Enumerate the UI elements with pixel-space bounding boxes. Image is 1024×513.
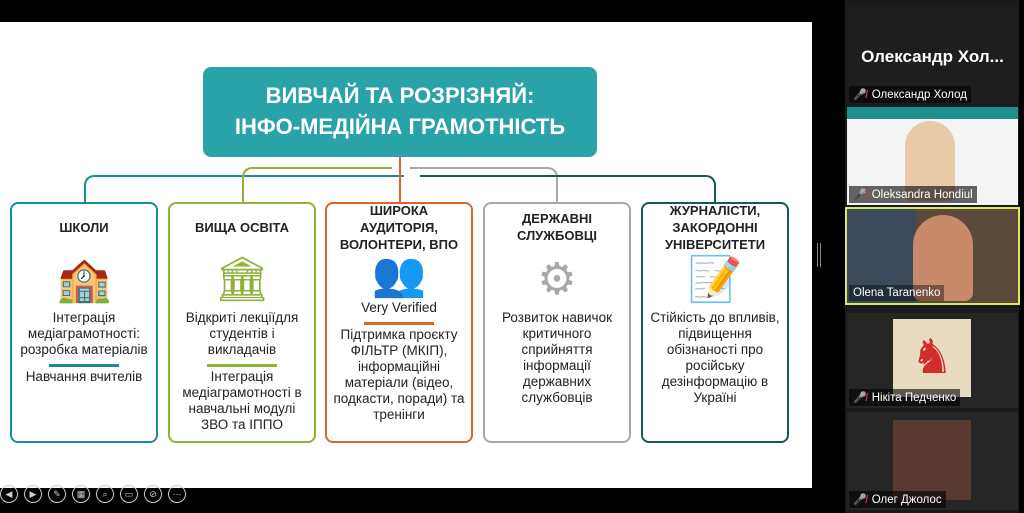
name-label: Olena Taranenko bbox=[849, 285, 945, 301]
participant-name: Олександр Холод bbox=[871, 88, 967, 101]
muted-mic-icon: 🎤̸ bbox=[853, 392, 867, 404]
participant-big-name: Олександр Хол... bbox=[861, 47, 1004, 66]
box-text: Стійкість до впливів, підвищення обізнан… bbox=[650, 310, 780, 405]
participant-tile[interactable]: 🎤̸ Олег Джолос bbox=[847, 412, 1018, 510]
previous-icon[interactable]: ◀ bbox=[0, 485, 18, 503]
panel-resize-handle[interactable] bbox=[817, 243, 821, 267]
participants-panel: Олександр Хол... 🎤̸ Олександр Холод 🎤̸ Ole… bbox=[845, 0, 1020, 513]
school-icon: 🏫 bbox=[56, 255, 112, 304]
participant-tile[interactable]: 🎤̸ Oleksandra Hondiul bbox=[847, 107, 1018, 205]
pen-icon[interactable]: ✎ bbox=[48, 485, 66, 503]
slide-title: ВИВЧАЙ ТА РОЗРІЗНЯЙ: ІНФО-МЕДІЙНА ГРАМОТ… bbox=[203, 67, 597, 157]
box-text: Very Verified bbox=[361, 300, 437, 315]
box-wide-audience: ШИРОКА АУДИТОРІЯ, ВОЛОНТЕРИ, ВПО 👥 Very … bbox=[325, 202, 473, 443]
gears-icon: ⚙ bbox=[537, 255, 577, 304]
muted-mic-icon: 🎤̸ bbox=[853, 89, 867, 101]
divider bbox=[364, 322, 434, 325]
box-heading: ШИРОКА АУДИТОРІЯ, ВОЛОНТЕРИ, ВПО bbox=[339, 202, 459, 252]
name-label: 🎤̸ Олександр Холод bbox=[849, 86, 971, 103]
divider bbox=[49, 364, 119, 367]
university-icon: 🏛 bbox=[214, 255, 270, 304]
box-higher-education: ВИЩА ОСВІТА 🏛 Відкриті лекціїдля студент… bbox=[168, 202, 316, 443]
next-icon[interactable]: ▶ bbox=[24, 485, 42, 503]
box-text: Відкриті лекціїдля студентів і викладачі… bbox=[185, 310, 299, 357]
presentation-slide: ВИВЧАЙ ТА РОЗРІЗНЯЙ: ІНФО-МЕДІЙНА ГРАМОТ… bbox=[0, 22, 812, 503]
box-text: Підтримка проєкту ФІЛЬТР (МКІП), інформа… bbox=[333, 327, 465, 422]
box-journalists: ЖУРНАЛІСТИ, ЗАКОРДОННІ УНІВЕРСИТЕТИ 📝 Ст… bbox=[641, 202, 789, 443]
participant-tile[interactable]: Олександр Хол... 🎤̸ Олександр Холод bbox=[847, 5, 1018, 105]
participant-name: Нікіта Педченко bbox=[871, 391, 957, 404]
title-line-1: ВИВЧАЙ ТА РОЗРІЗНЯЙ: bbox=[265, 83, 535, 108]
name-label: 🎤̸ Oleksandra Hondiul bbox=[849, 186, 977, 203]
avatar-image bbox=[893, 420, 971, 500]
box-heading: ШКОЛИ bbox=[59, 219, 109, 235]
connector-line bbox=[399, 157, 401, 203]
box-text: Навчання вчителів bbox=[25, 369, 143, 384]
muted-mic-icon: 🎤̸ bbox=[853, 189, 867, 201]
box-schools: ШКОЛИ 🏫 Інтеграція медіаграмотності: роз… bbox=[10, 202, 158, 443]
title-line-2: ІНФО-МЕДІЙНА ГРАМОТНІСТЬ bbox=[234, 114, 566, 139]
slideshow-toolbar: ◀ ▶ ✎ ▦ ⌕ ▭ ⊘ ⋯ bbox=[0, 485, 186, 503]
muted-mic-icon: 🎤̸ bbox=[853, 494, 867, 506]
hide-icon[interactable]: ⊘ bbox=[144, 485, 162, 503]
name-label: 🎤̸ Нікіта Педченко bbox=[849, 389, 961, 406]
participant-name: Олег Джолос bbox=[871, 493, 942, 506]
participant-tile-active[interactable]: Olena Taranenko bbox=[845, 207, 1020, 305]
participant-name: Oleksandra Hondiul bbox=[871, 188, 973, 201]
zoom-icon[interactable]: ⌕ bbox=[96, 485, 114, 503]
slides-icon[interactable]: ▦ bbox=[72, 485, 90, 503]
avatar-image: ♞ bbox=[893, 319, 971, 397]
document-pen-icon: 📝 bbox=[687, 255, 743, 304]
box-heading: ЖУРНАЛІСТИ, ЗАКОРДОННІ УНІВЕРСИТЕТИ bbox=[664, 202, 766, 252]
box-civil-servants: ДЕРЖАВНІ СЛУЖБОВЦІ ⚙ Розвиток навичок кр… bbox=[483, 202, 631, 443]
box-heading: ДЕРЖАВНІ СЛУЖБОВЦІ bbox=[517, 211, 597, 243]
divider bbox=[207, 364, 277, 367]
box-text: Інтеграція медіаграмотності: розробка ма… bbox=[20, 310, 148, 357]
connector-line bbox=[242, 167, 392, 203]
connector-line bbox=[410, 167, 558, 203]
video-feed bbox=[913, 215, 973, 301]
people-icon: 👥 bbox=[371, 250, 427, 299]
participant-tile[interactable]: ♞ 🎤̸ Нікіта Педченко bbox=[847, 313, 1018, 408]
box-text: Розвиток навичок критичного сприйняття і… bbox=[502, 310, 612, 405]
name-label: 🎤̸ Олег Джолос bbox=[849, 491, 946, 508]
participant-name: Olena Taranenko bbox=[853, 287, 941, 299]
box-text: Інтеграція медіаграмотності в навчальні … bbox=[182, 369, 302, 432]
more-icon[interactable]: ⋯ bbox=[168, 485, 186, 503]
connector-line bbox=[420, 175, 716, 203]
subtitles-icon[interactable]: ▭ bbox=[120, 485, 138, 503]
box-heading: ВИЩА ОСВІТА bbox=[195, 219, 289, 235]
